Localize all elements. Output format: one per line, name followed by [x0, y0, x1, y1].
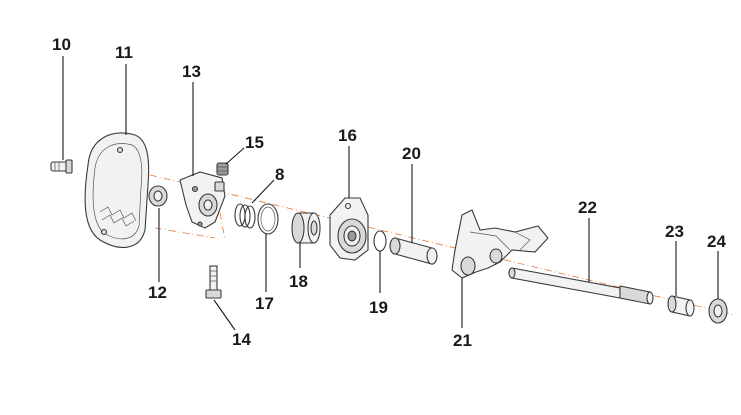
part-17-circlip: [257, 203, 279, 235]
callout-16: 16: [338, 126, 357, 145]
part-18-bearing: [291, 212, 321, 244]
callout-13: 13: [182, 62, 201, 81]
callout-19: 19: [369, 298, 388, 317]
callout-8: 8: [275, 165, 284, 184]
part-19-ring: [373, 230, 387, 252]
callout-23: 23: [665, 222, 684, 241]
part-23-collar: [667, 295, 695, 317]
leader-15: [225, 147, 245, 165]
part-15-set-screw: [216, 162, 229, 176]
vertical-axis-line: [214, 184, 226, 241]
part-13-lever: [179, 171, 226, 229]
callout-22: 22: [578, 198, 597, 217]
callout-17: 17: [255, 294, 274, 313]
part-24-washer: [708, 298, 728, 324]
main-axis-line: [149, 174, 736, 316]
part-21-pedal-arm: [451, 209, 549, 279]
callout-labels: 10 11 12 13 14 15 8 16 17 18 19 20 21 22…: [52, 35, 726, 350]
callout-15: 15: [245, 133, 264, 152]
callout-10: 10: [52, 35, 71, 54]
part-10-fitting: [50, 159, 73, 174]
part-16-flange-housing: [329, 197, 369, 261]
lower-axis-line: [154, 227, 216, 239]
leader-8: [251, 179, 275, 204]
part-8-spring: [234, 203, 256, 229]
callout-18: 18: [289, 272, 308, 291]
callout-20: 20: [402, 144, 421, 163]
callout-14: 14: [232, 330, 251, 349]
callout-12: 12: [148, 283, 167, 302]
callout-24: 24: [707, 232, 726, 251]
part-22-shaft: [508, 267, 654, 305]
part-20-sleeve: [389, 237, 438, 265]
part-11-cover-plate: [84, 132, 150, 248]
callout-11: 11: [115, 43, 133, 62]
part-14-bolt: [205, 265, 222, 299]
callout-21: 21: [453, 331, 472, 350]
leader-14: [213, 299, 236, 331]
leader-lines: [62, 56, 719, 331]
part-12-bushing: [148, 185, 168, 207]
assembly-axes: [149, 174, 736, 316]
